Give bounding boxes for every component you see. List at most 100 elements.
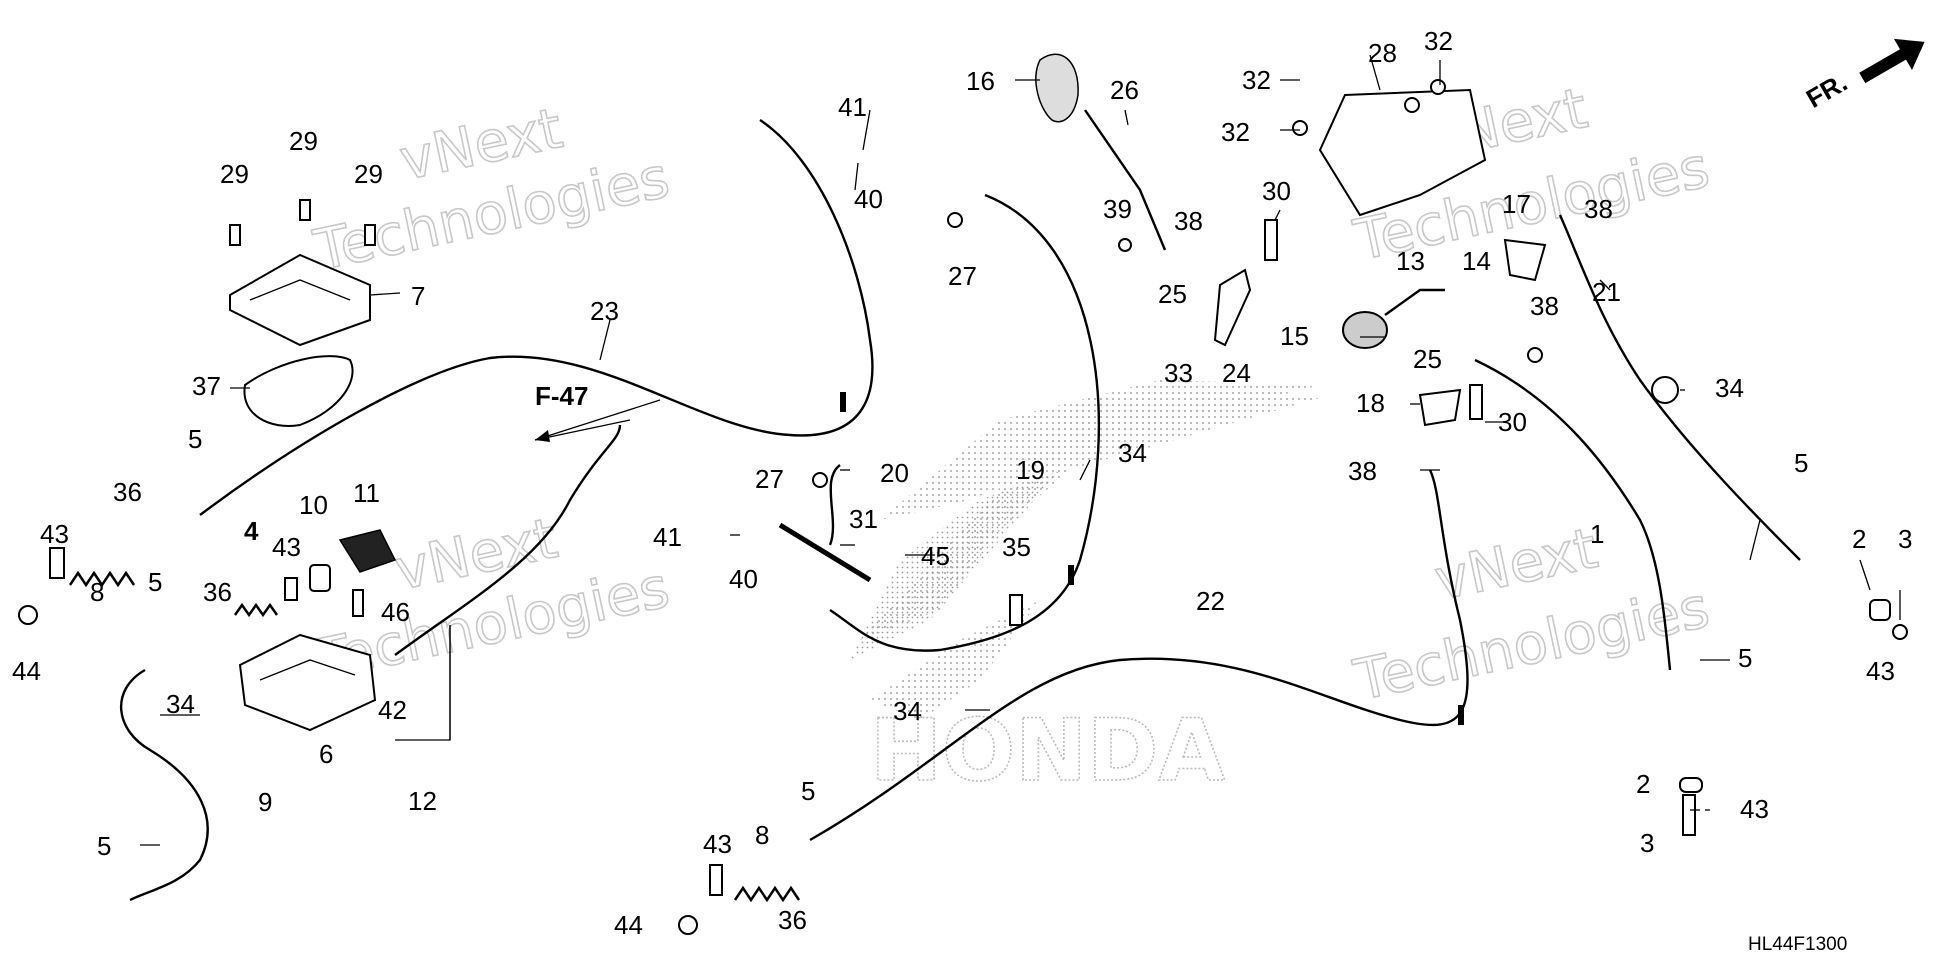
callout-35: 35: [1002, 532, 1031, 562]
callout-21: 21: [1592, 277, 1621, 307]
diagram-code: HL44F1300: [1748, 934, 1847, 955]
callout-43: 43: [1740, 794, 1769, 824]
callout-5: 5: [1738, 643, 1752, 673]
cable-23: [199, 119, 874, 516]
callouts: 1 2 2 3 3 4 5 5 5 5 5 5 6 7 8 8 9 10 11 …: [12, 26, 1912, 940]
callout-25: 25: [1158, 279, 1187, 309]
cable-clamp-mark: [840, 392, 846, 412]
watermark-line-8: Technologies: [1348, 575, 1714, 714]
callout-34: 34: [166, 689, 195, 719]
callout-43: 43: [272, 532, 301, 562]
cable-21: [1558, 214, 1801, 561]
nut-44: [18, 605, 38, 625]
arrow-right-icon: [1859, 38, 1925, 84]
bolt-3: [1892, 624, 1908, 640]
cable-9: [119, 668, 209, 902]
callout-5: 5: [97, 831, 111, 861]
callout-18: 18: [1356, 388, 1385, 418]
callout-11: 11: [353, 478, 380, 508]
callout-24: 24: [1222, 358, 1251, 388]
nut-27: [947, 212, 963, 228]
knob-16: [1035, 53, 1079, 123]
rod-13: [1384, 288, 1445, 316]
collar-10: [309, 564, 331, 592]
lever-26: [1084, 109, 1167, 251]
cable-clamp-mark: [1068, 565, 1074, 585]
collar-43: [1679, 777, 1703, 793]
bracket-24: [1213, 268, 1252, 347]
honda-logo-text: HONDA: [870, 701, 1225, 801]
nut-32: [1404, 97, 1420, 113]
callout-5: 5: [801, 776, 815, 806]
callout-34: 34: [1715, 373, 1744, 403]
callout-2: 2: [1636, 769, 1650, 799]
callout-31: 31: [849, 504, 878, 534]
callout-29: 29: [220, 159, 249, 189]
callout-29: 29: [354, 159, 383, 189]
callout-36: 36: [778, 905, 807, 935]
spring-8: [733, 885, 801, 903]
bolt-30: [1264, 219, 1278, 261]
callout-34: 34: [893, 696, 922, 726]
arrow-head: [535, 430, 550, 442]
callout-3: 3: [1898, 524, 1912, 554]
bolt-35: [1009, 594, 1023, 626]
direction-indicator: FR.: [1801, 38, 1925, 114]
adjuster-31: [778, 522, 872, 583]
gasket-37: [243, 355, 354, 427]
collar-43: [49, 547, 65, 579]
bolt-29: [364, 224, 376, 246]
cable-clamp-mark: [1458, 705, 1464, 725]
section-ref-label: F-47: [535, 381, 588, 411]
leader-lines: [140, 54, 1901, 846]
collar-43: [1869, 599, 1891, 621]
callout-38: 38: [1348, 456, 1377, 486]
callout-22: 22: [1196, 586, 1225, 616]
callout-17: 17: [1502, 189, 1531, 219]
callout-5: 5: [1794, 448, 1808, 478]
nut-44: [678, 915, 698, 935]
callout-39: 39: [1103, 194, 1132, 224]
collar-43: [284, 577, 298, 601]
bolt-29: [299, 199, 311, 221]
spring-8: [68, 570, 136, 588]
callout-37: 37: [192, 371, 221, 401]
grommet-34: [1651, 376, 1679, 404]
pipe-20: [828, 464, 841, 546]
callout-44: 44: [614, 910, 643, 940]
lever-box-6: [238, 633, 377, 732]
cover-7: [229, 253, 371, 347]
washer-39: [1118, 238, 1132, 252]
cable-12: [394, 424, 622, 656]
callout-1: 1: [1590, 519, 1604, 549]
callout-42: 42: [378, 695, 407, 725]
callout-38: 38: [1174, 206, 1203, 236]
callout-44: 44: [12, 656, 41, 686]
callout-32: 32: [1242, 65, 1271, 95]
callout-8: 8: [755, 820, 769, 850]
callout-43: 43: [1866, 656, 1895, 686]
callout-5: 5: [148, 567, 162, 597]
callout-41: 41: [838, 92, 867, 122]
callout-40: 40: [854, 184, 883, 214]
callout-33: 33: [1164, 358, 1193, 388]
knob-15: [1342, 311, 1388, 349]
callout-43: 43: [703, 829, 732, 859]
callout-9: 9: [258, 787, 272, 817]
callout-40: 40: [729, 564, 758, 594]
callout-32: 32: [1221, 117, 1250, 147]
nut-32: [1430, 79, 1446, 95]
plate-28: [1318, 88, 1487, 217]
callout-46: 46: [381, 597, 410, 627]
callout-43: 43: [40, 519, 69, 549]
callout-38: 38: [1530, 291, 1559, 321]
callout-38: 38: [1584, 194, 1613, 224]
cable-1: [1474, 358, 1672, 671]
nut-38: [1527, 347, 1543, 363]
callout-13: 13: [1396, 246, 1425, 276]
parts: [18, 53, 1908, 935]
callout-36: 36: [113, 477, 142, 507]
callout-29: 29: [289, 126, 318, 156]
spring-4: [233, 602, 279, 618]
